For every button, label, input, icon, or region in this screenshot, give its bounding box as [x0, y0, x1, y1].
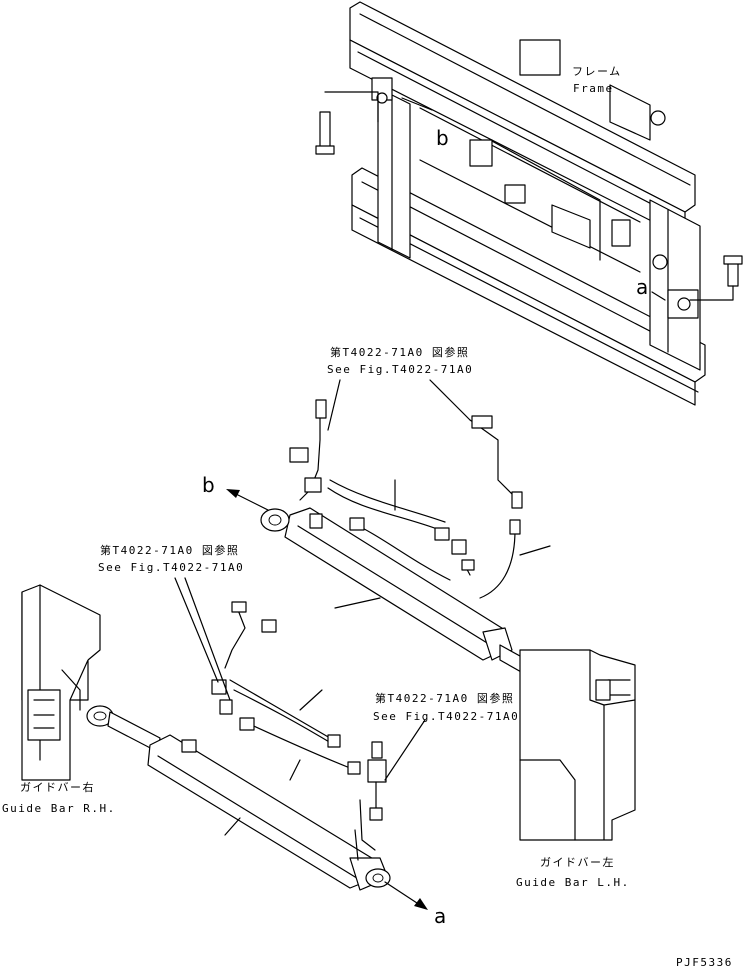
- ref-right-en: See Fig.T4022-71A0: [373, 710, 519, 723]
- ref-top-jp: 第T4022-71A0 図参照: [330, 345, 469, 359]
- leader-ref-top-left: [327, 379, 341, 431]
- mark-a-arrow: a: [434, 904, 446, 928]
- bolt-left: [315, 91, 379, 155]
- mark-a-frame: a: [636, 275, 648, 299]
- lower-side-shift-cylinder: [86, 705, 391, 891]
- leader-ref-left-1: [174, 577, 219, 683]
- guide-bar-rh: [21, 584, 101, 781]
- guide-lh-jp: ガイドバー左: [540, 856, 615, 869]
- tee-fitting: [354, 741, 387, 861]
- guide-lh-en: Guide Bar L.H.: [516, 876, 630, 889]
- frame-label-en: Frame: [573, 82, 614, 95]
- lower-hose-set: [211, 601, 361, 781]
- leader-ref-right: [384, 719, 426, 781]
- upper-hose-set: [289, 399, 551, 599]
- bolt-right: [689, 255, 743, 301]
- ref-right-jp: 第T4022-71A0 図参照: [375, 691, 514, 705]
- guide-bar-lh: [519, 649, 636, 841]
- frame-label-jp: フレーム: [572, 65, 622, 78]
- ref-left-en: See Fig.T4022-71A0: [98, 561, 244, 574]
- ref-left-jp: 第T4022-71A0 図参照: [100, 543, 239, 557]
- guide-rh-en: Guide Bar R.H.: [2, 802, 116, 815]
- arrow-a: [384, 881, 428, 910]
- frame-assembly: [315, 1, 743, 406]
- mark-b-frame: b: [436, 126, 449, 150]
- mark-b-arrow: b: [202, 473, 215, 497]
- leader-ref-top-right: [429, 379, 471, 421]
- guide-rh-jp: ガイドバー右: [20, 780, 95, 794]
- drawing-number: PJF5336: [676, 956, 733, 969]
- leader-ref-left-2: [184, 577, 231, 701]
- ref-top-en: See Fig.T4022-71A0: [327, 363, 473, 376]
- arrow-b: [226, 489, 269, 511]
